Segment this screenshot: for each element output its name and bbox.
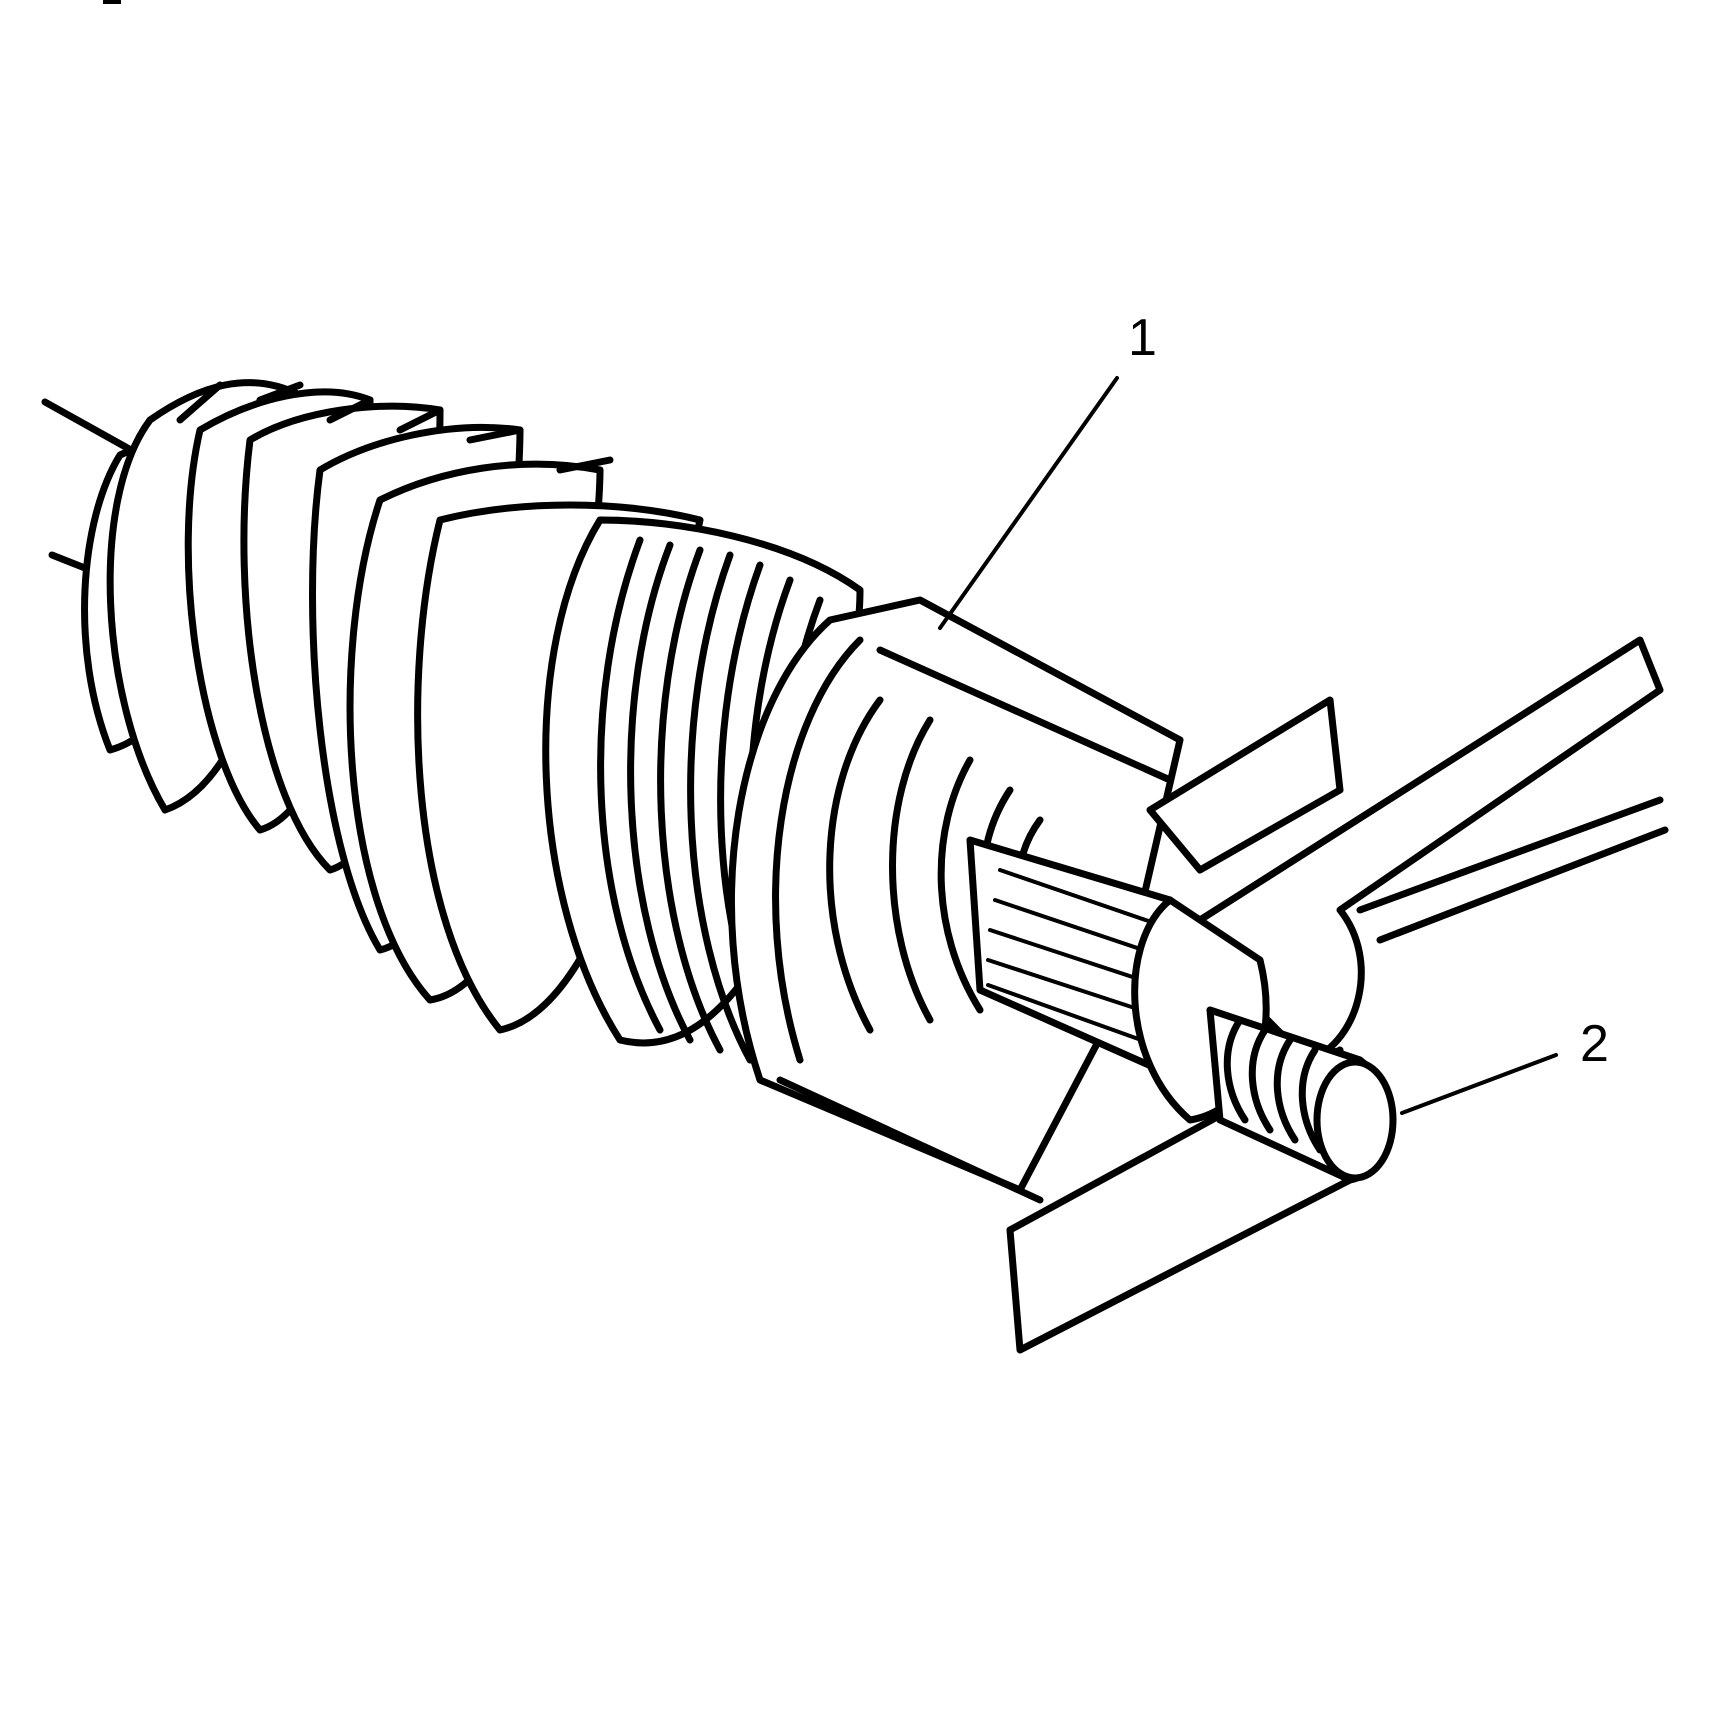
- threaded-end: [1206, 1006, 1397, 1184]
- wrench: [1131, 636, 1669, 1124]
- leader-line-2: [1400, 1053, 1558, 1115]
- corner-mark: [103, 0, 121, 4]
- callout-2: 2: [1580, 1015, 1609, 1073]
- callout-1: 1: [1128, 309, 1157, 367]
- leader-line-1: [938, 376, 1119, 630]
